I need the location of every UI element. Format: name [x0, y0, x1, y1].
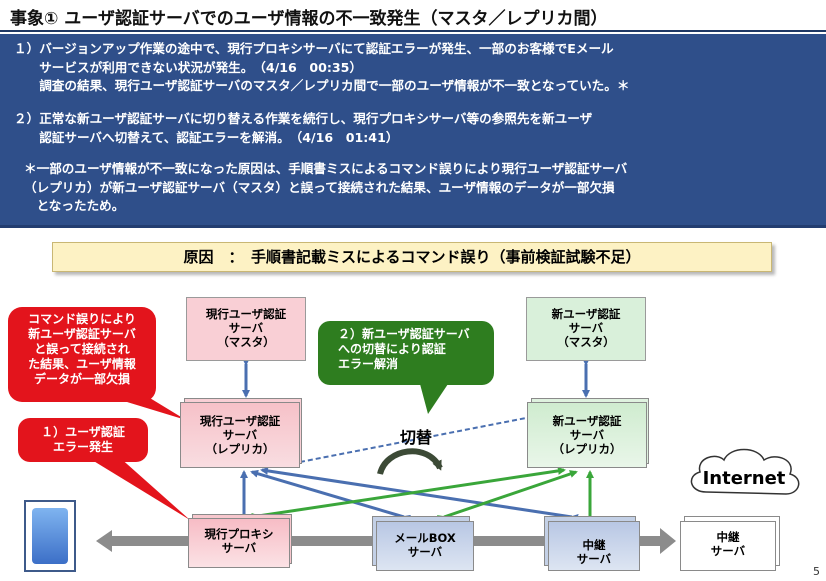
- callout-pointer-auth-error: [92, 456, 190, 520]
- summary-footnote: ＊一部のユーザ情報が不一致になった原因は、手順書ミスによるコマンド誤りにより現行…: [24, 161, 628, 213]
- current-auth-master-label: 現行ユーザ認証 サーバ （マスタ）: [205, 307, 287, 349]
- callout-auth-error-text: １）ユーザ認証 エラー発生: [41, 425, 125, 454]
- external-relay-label: 中継 サーバ: [710, 530, 746, 558]
- new-auth-replica-node: 新ユーザ認証 サーバ （レプリカ）: [527, 402, 647, 468]
- internet-cloud: [690, 448, 800, 495]
- switch-arrow: [377, 448, 443, 476]
- current-auth-master-node: 現行ユーザ認証 サーバ （マスタ）: [186, 297, 306, 361]
- cause-banner: 原因 ： 手順書記載ミスによるコマンド誤り（事前検証試験不足）: [52, 242, 772, 272]
- page-number: 5: [813, 565, 820, 578]
- current-auth-replica-node: 現行ユーザ認証 サーバ （レプリカ）: [180, 402, 300, 468]
- current-auth-replica-label: 現行ユーザ認証 サーバ （レプリカ）: [199, 414, 281, 456]
- relay-server-node: 中継 サーバ: [548, 521, 640, 571]
- page-title: 事象① ユーザ認証サーバでのユーザ情報の不一致発生（マスタ／レプリカ間）: [10, 9, 608, 29]
- current-proxy-node: 現行プロキシ サーバ: [188, 518, 290, 568]
- new-auth-master-label: 新ユーザ認証 サーバ （マスタ）: [551, 307, 621, 349]
- callout-switch-resolved: ２）新ユーザ認証サーバ への切替により認証 エラー解消: [318, 321, 494, 385]
- relay-server-label: 中継 サーバ: [576, 538, 612, 566]
- callout-switch-resolved-text: ２）新ユーザ認証サーバ への切替により認証 エラー解消: [338, 327, 470, 371]
- erroneous-cross-link: [299, 417, 527, 463]
- client-device-screen: [32, 508, 68, 564]
- switch-label: 切替: [399, 428, 432, 447]
- mailbox-server-label: メールBOX サーバ: [394, 531, 456, 559]
- summary-item-1: １）バージョンアップ作業の途中で、現行プロキシサーバにて認証エラーが発生、一部の…: [14, 41, 630, 93]
- summary-item-2: ２）正常な新ユーザ認証サーバに切り替える作業を続行し、現行プロキシサーバ等の参照…: [14, 111, 593, 145]
- title-underline: [0, 30, 826, 32]
- internet-label: Internet: [702, 468, 786, 489]
- external-relay-node: 中継 サーバ: [680, 521, 776, 571]
- callout-command-error: コマンド誤りにより 新ユーザ認証サーバ と誤って接続され た結果、ユーザ情報 デ…: [8, 307, 156, 402]
- new-auth-replica-label: 新ユーザ認証 サーバ （レプリカ）: [552, 414, 622, 456]
- client-device-icon: [24, 500, 76, 572]
- incident-summary-panel: １）バージョンアップ作業の途中で、現行プロキシサーバにて認証エラーが発生、一部の…: [0, 34, 826, 228]
- link-mailbox-new-replica: [437, 470, 578, 523]
- current-proxy-label: 現行プロキシ サーバ: [204, 527, 274, 555]
- callout-pointer-switch: [420, 384, 448, 414]
- mailbox-server-node: メールBOX サーバ: [376, 521, 474, 571]
- callout-auth-error: １）ユーザ認証 エラー発生: [18, 418, 148, 462]
- new-auth-master-node: 新ユーザ認証 サーバ （マスタ）: [526, 297, 646, 361]
- callout-command-error-text: コマンド誤りにより 新ユーザ認証サーバ と誤って接続され た結果、ユーザ情報 デ…: [28, 312, 136, 386]
